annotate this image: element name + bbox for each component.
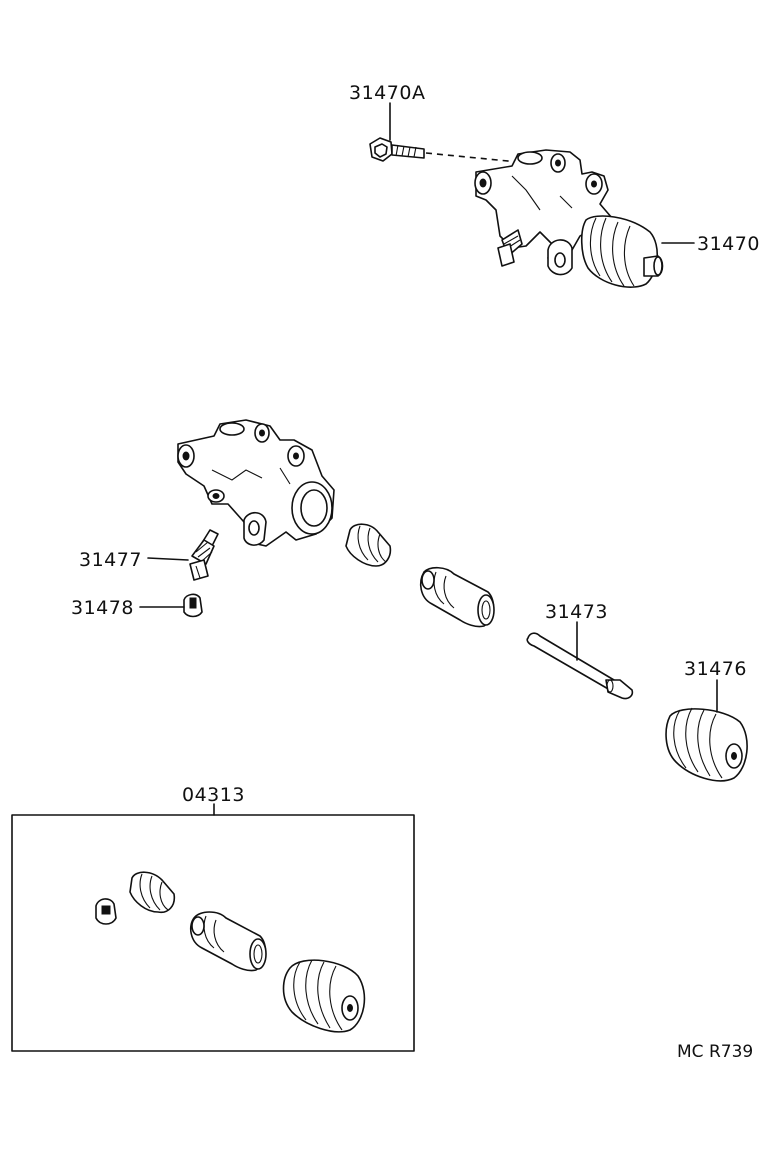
boot-31476 <box>665 707 748 782</box>
bleeder-plug-31477 <box>189 529 219 581</box>
spring-cup <box>345 523 392 567</box>
label-31470A: 31470A <box>349 82 425 104</box>
bolt-alignment-line <box>425 152 519 163</box>
kit-spring-cup <box>129 871 176 914</box>
bleeder-cap-31478 <box>183 593 203 618</box>
repair-kit-box <box>11 814 415 1052</box>
label-31477: 31477 <box>79 549 142 571</box>
label-31478: 31478 <box>71 597 134 619</box>
cylinder-body-exploded <box>177 419 335 547</box>
cylinder-body-top <box>474 149 613 276</box>
bolt-31470A <box>369 137 425 162</box>
label-31476: 31476 <box>684 658 747 680</box>
drawing-code: MC R739 <box>677 1042 753 1062</box>
label-04313: 04313 <box>182 784 245 806</box>
kit-boot <box>282 959 366 1033</box>
push-rod-31473 <box>526 632 634 700</box>
bleeder-top <box>497 229 523 267</box>
cylinder-assembly-top <box>369 137 664 288</box>
piston <box>419 566 495 628</box>
leader-31477 <box>147 557 189 561</box>
label-31473: 31473 <box>545 601 608 623</box>
boot-top <box>580 215 664 288</box>
label-31470: 31470 <box>697 233 760 255</box>
kit-piston <box>189 911 267 972</box>
kit-contents <box>95 871 366 1033</box>
kit-bleeder-cap <box>95 898 117 925</box>
